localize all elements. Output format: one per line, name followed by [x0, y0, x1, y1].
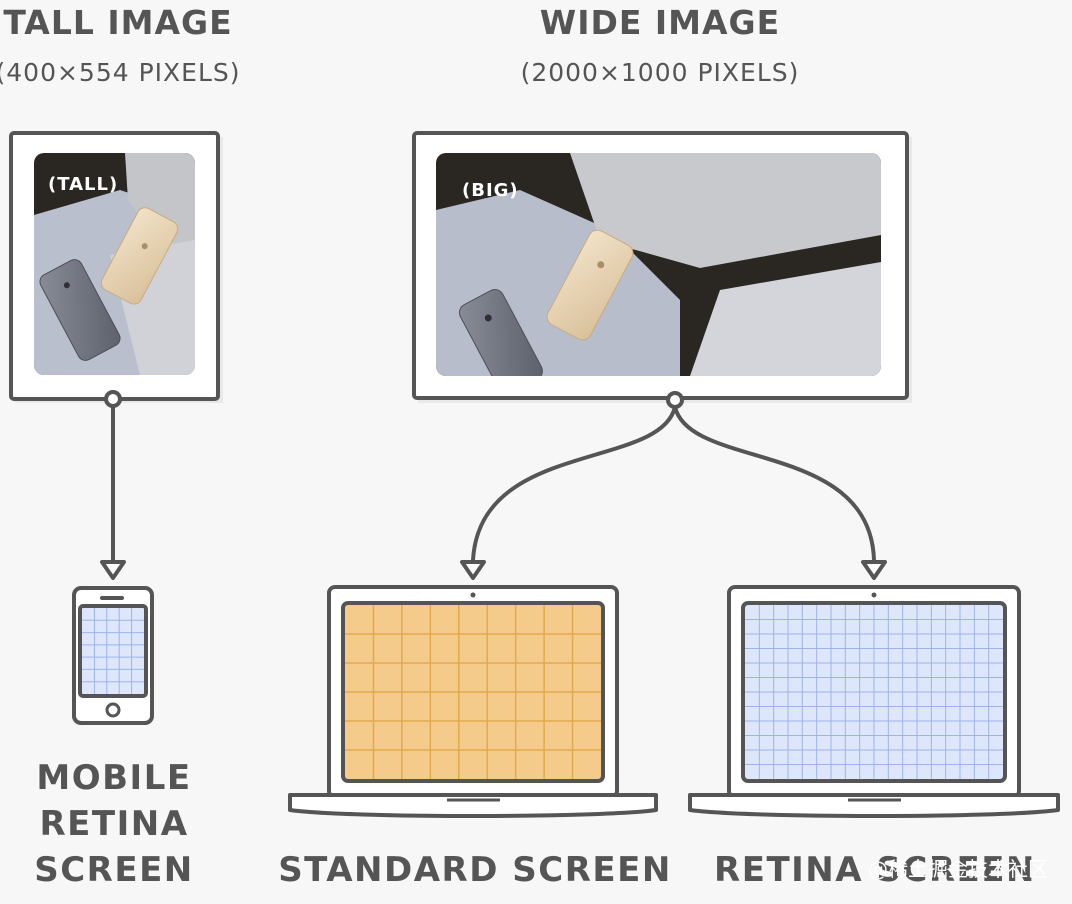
tall-photo — [34, 153, 195, 375]
wide-photo — [436, 153, 881, 376]
standard-screen-label: STANDARD SCREEN — [278, 850, 672, 890]
wide-to-standard-arrow — [471, 405, 677, 562]
mobile-label-line1: MOBILE — [36, 758, 191, 798]
watermark: @稀土掘金技术社区 — [868, 857, 1048, 881]
standard-screen-grid — [345, 605, 601, 779]
wide-image-dimensions: (2000×1000 PIXELS) — [521, 58, 800, 87]
retina-arrowhead — [861, 560, 887, 580]
mobile-arrowhead — [100, 560, 126, 580]
standard-laptop-icon — [288, 585, 658, 818]
tall-photo-tag: (TALL) — [48, 174, 118, 195]
wide-connector-node — [666, 391, 684, 409]
mobile-phone-icon — [72, 586, 154, 725]
tall-image-title: TALL IMAGE — [3, 3, 232, 42]
retina-screen-label: RETINA SCREEN — [714, 850, 1036, 890]
retina-screen-grid — [745, 605, 1003, 779]
wide-to-retina-arrow — [673, 405, 876, 562]
mobile-screen-grid — [82, 608, 144, 694]
mobile-label-line2: RETINA — [39, 804, 188, 844]
retina-laptop-icon — [688, 585, 1060, 818]
standard-arrowhead — [460, 560, 486, 580]
tall-image-dimensions: (400×554 PIXELS) — [0, 58, 241, 87]
mobile-label-line3: SCREEN — [34, 850, 194, 890]
wide-image-frame: (BIG) — [412, 131, 912, 403]
wide-photo-tag: (BIG) — [462, 180, 519, 201]
connectors — [111, 404, 876, 564]
wide-image-title: WIDE IMAGE — [540, 3, 780, 42]
tall-image-frame: (TALL) — [9, 131, 223, 403]
tall-connector-node — [104, 390, 122, 408]
